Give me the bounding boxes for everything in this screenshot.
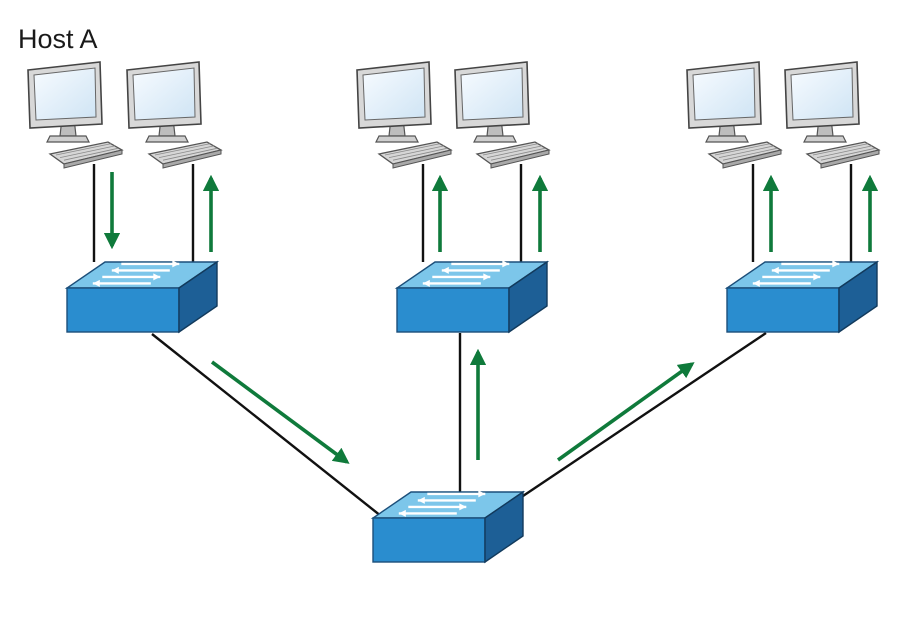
computer-icon [686,61,783,169]
arrow-icon [210,360,350,464]
keyboard-icon [475,141,551,169]
computer-icon [784,61,881,169]
computer-icon [356,61,453,169]
keyboard-icon [48,141,124,169]
keyboard-icon [147,141,223,169]
switch-icon [370,490,526,564]
computer-icon [126,61,223,169]
keyboard-icon [707,141,783,169]
switch-icon [724,260,880,334]
switch-icon [64,260,220,334]
computer-icon [454,61,551,169]
computer-icon [27,61,124,169]
keyboard-icon [377,141,453,169]
host-a-label: Host A [18,24,98,54]
keyboard-icon [805,141,881,169]
cable-line [151,333,387,521]
cable-line [519,332,767,499]
switch-icon [394,260,550,334]
arrow-icon [556,362,695,462]
flow-arrows [103,172,879,464]
